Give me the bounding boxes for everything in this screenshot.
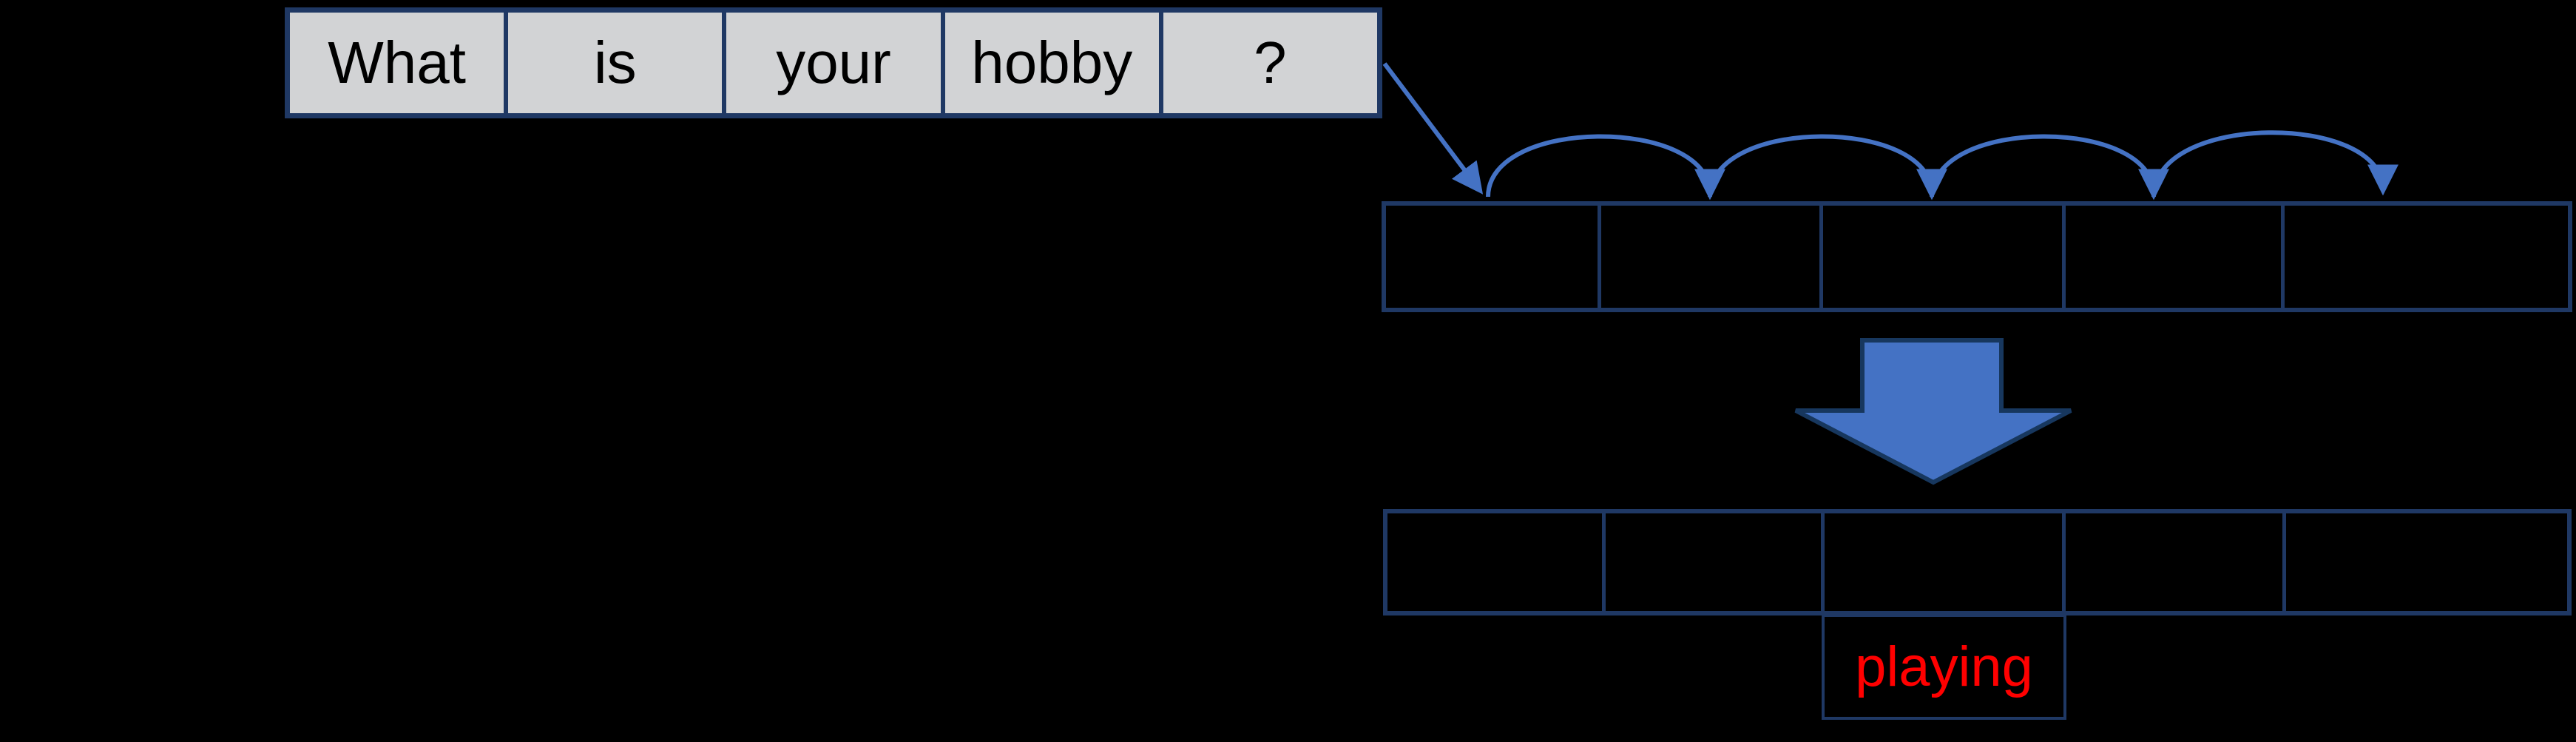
output-boxes-row xyxy=(1383,509,2572,615)
sentence-cell-qmark: ? xyxy=(1163,13,1378,113)
token-cell xyxy=(1823,206,2066,308)
sentence-cell-hobby: hobby xyxy=(944,13,1163,113)
output-cell xyxy=(2066,513,2286,611)
sentence-table: What is your hobby ? xyxy=(285,7,1382,118)
pointer-arrow-icon xyxy=(1382,62,1484,195)
transform-down-arrow-icon xyxy=(1794,338,2072,485)
sentence-cell-your: your xyxy=(726,13,945,113)
hop-arc-icon-2 xyxy=(1708,134,1947,200)
token-cell xyxy=(1601,206,1823,308)
hop-arc-icon-3 xyxy=(1930,134,2169,200)
sentence-cell-is: is xyxy=(508,13,727,113)
token-cell xyxy=(2066,206,2285,308)
token-boxes-row xyxy=(1382,201,2572,312)
answer-label: playing xyxy=(1855,635,2033,698)
token-cell xyxy=(1386,206,1601,308)
output-cell xyxy=(1606,513,1825,611)
sentence-cell-what: What xyxy=(290,13,509,113)
output-cell xyxy=(2286,513,2567,611)
answer-box: playing xyxy=(1822,614,2066,720)
token-cell xyxy=(2285,206,2568,308)
hop-arc-icon-4 xyxy=(2151,130,2398,198)
hop-arc-icon-1 xyxy=(1486,134,1725,200)
output-cell xyxy=(1825,513,2066,611)
output-cell xyxy=(1387,513,1606,611)
